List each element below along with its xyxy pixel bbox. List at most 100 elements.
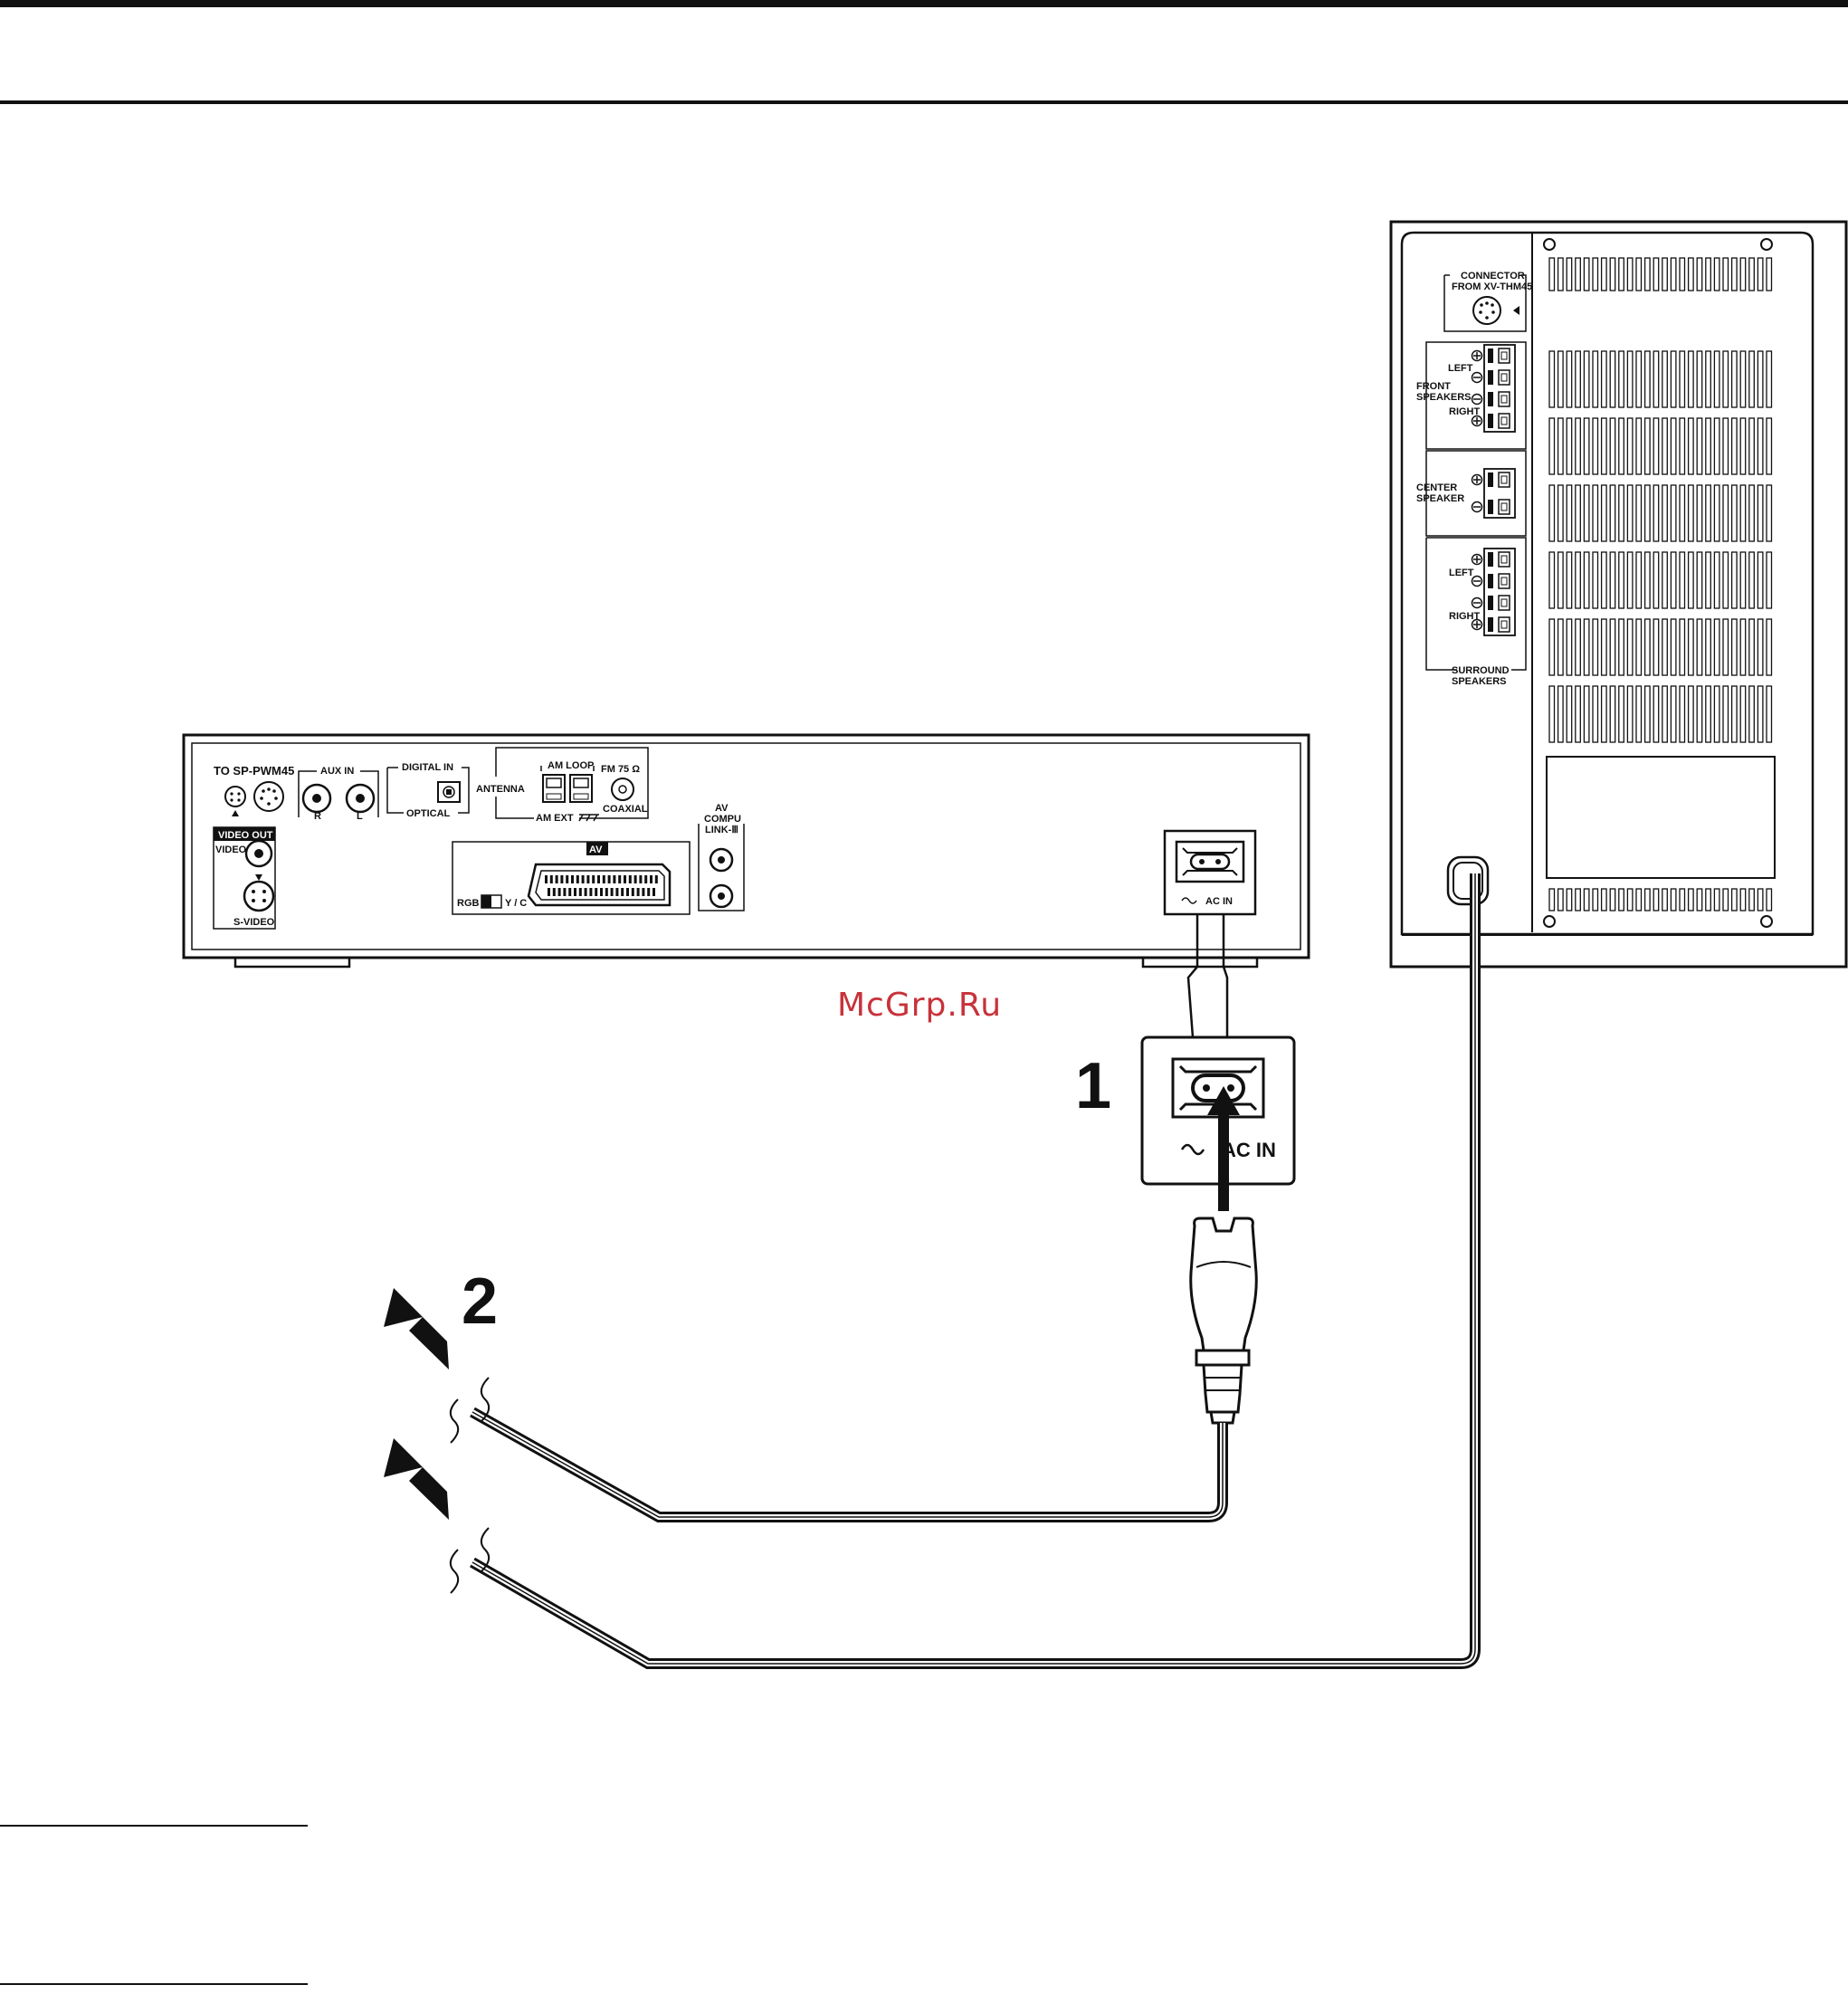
center-speaker-terminals-icon xyxy=(1472,469,1516,518)
grille-slot xyxy=(1549,418,1555,474)
scart-pin xyxy=(615,888,618,896)
video-jack-icon xyxy=(246,841,271,866)
grille-slot xyxy=(1602,686,1607,742)
am-loop-terminal-icon xyxy=(543,775,592,802)
fm-label: FM 75 Ω xyxy=(601,764,640,775)
surround-speakers-line-1: SURROUND xyxy=(1452,665,1510,676)
power-plug-icon xyxy=(1191,1218,1257,1423)
av-scart-block: AV RGB Y / C xyxy=(452,842,690,914)
grille-slot xyxy=(1549,889,1555,911)
grille-slot xyxy=(1689,258,1694,291)
grille-slot xyxy=(1602,552,1607,608)
grille-slot xyxy=(1662,889,1668,911)
grille-slot xyxy=(1584,418,1589,474)
scart-pin xyxy=(647,888,650,896)
scart-pin xyxy=(613,875,615,883)
grille-slot xyxy=(1732,552,1738,608)
grille-slot xyxy=(1576,258,1581,291)
grille-slot xyxy=(1671,619,1676,675)
aux-r-label: R xyxy=(314,811,321,822)
grille-slot xyxy=(1593,351,1598,407)
grille-slot xyxy=(1758,619,1763,675)
grille-slot xyxy=(1558,351,1564,407)
grille-slot xyxy=(1549,258,1555,291)
grille-slot xyxy=(1610,351,1615,407)
fm-coaxial-jack-icon xyxy=(612,778,633,800)
grille-slot xyxy=(1653,552,1659,608)
grille-slot xyxy=(1653,258,1659,291)
scart-pin xyxy=(574,888,576,896)
grille-slot xyxy=(1619,552,1624,608)
antenna-label: ANTENNA xyxy=(476,784,525,795)
scart-pin xyxy=(639,875,642,883)
scart-pin xyxy=(618,875,621,883)
grille-slot xyxy=(1758,351,1763,407)
grille-slot xyxy=(1653,351,1659,407)
subwoofer-rear-panel: CONNECTOR FROM XV-THM45 LEFT FRONT SPEAK… xyxy=(1391,222,1846,967)
grille-slot xyxy=(1567,552,1572,608)
grille-slot xyxy=(1671,485,1676,541)
grille-slot xyxy=(1740,258,1746,291)
subwoofer-grille xyxy=(1547,258,1775,939)
scart-pin xyxy=(556,875,558,883)
av-compu-link-block: AV COMPU LINK-Ⅲ xyxy=(699,803,744,911)
av-compu-line-1: AV xyxy=(715,803,729,814)
digital-in-label: DIGITAL IN xyxy=(402,762,453,773)
grille-slot xyxy=(1636,485,1642,541)
grille-slot xyxy=(1689,351,1694,407)
step-2-number: 2 xyxy=(462,1265,498,1338)
grille-slot xyxy=(1602,619,1607,675)
grille-slot xyxy=(1732,258,1738,291)
scart-pin xyxy=(548,888,550,896)
scart-pin xyxy=(634,875,637,883)
grille-slot xyxy=(1767,552,1772,608)
scart-pin xyxy=(624,875,626,883)
grille-slot xyxy=(1602,889,1607,911)
grille-slot xyxy=(1758,889,1763,911)
grille-slot xyxy=(1662,552,1668,608)
grille-slot xyxy=(1689,889,1694,911)
grille-slot xyxy=(1627,485,1633,541)
surround-speaker-terminals-icon xyxy=(1472,549,1516,635)
av-compu-line-3: LINK-Ⅲ xyxy=(705,825,738,835)
front-speakers-line-2: SPEAKERS xyxy=(1416,392,1472,403)
grille-slot xyxy=(1689,619,1694,675)
grille-slot xyxy=(1610,686,1615,742)
grille-slot xyxy=(1576,552,1581,608)
grille-slot xyxy=(1636,418,1642,474)
grille-slot xyxy=(1558,485,1564,541)
grille-slot xyxy=(1706,351,1711,407)
scart-pin xyxy=(586,875,589,883)
grille-slot xyxy=(1662,619,1668,675)
grille-slot xyxy=(1723,485,1729,541)
grille-slot xyxy=(1619,619,1624,675)
grille-slot xyxy=(1662,418,1668,474)
grille-slot xyxy=(1602,485,1607,541)
sub-connector-line-1: CONNECTOR xyxy=(1461,271,1525,282)
grille-slot xyxy=(1610,619,1615,675)
grille-slot xyxy=(1671,552,1676,608)
grille-slot xyxy=(1732,351,1738,407)
scart-pin xyxy=(650,875,653,883)
grille-slot xyxy=(1740,418,1746,474)
grille-slot xyxy=(1619,351,1624,407)
grille-slot xyxy=(1749,258,1755,291)
grille-slot xyxy=(1558,258,1564,291)
step-1-number: 1 xyxy=(1075,1050,1111,1122)
front-speakers-block: LEFT FRONT SPEAKERS RIGHT xyxy=(1416,342,1526,449)
grille-slot xyxy=(1549,686,1555,742)
grille-slot xyxy=(1584,485,1589,541)
grille-slot xyxy=(1740,889,1746,911)
scart-pin xyxy=(568,888,571,896)
grille-slot xyxy=(1723,552,1729,608)
grille-slot xyxy=(1680,485,1685,541)
grille-slot xyxy=(1593,619,1598,675)
surround-speakers-block: LEFT RIGHT SURROUND SPEAKERS xyxy=(1426,538,1526,687)
rgb-yc-switch[interactable] xyxy=(481,895,501,908)
coaxial-label: COAXIAL xyxy=(603,804,648,815)
grille-slot xyxy=(1593,418,1598,474)
scart-connector-icon xyxy=(529,864,670,905)
scart-pin xyxy=(621,888,624,896)
grille-slot xyxy=(1549,485,1555,541)
scart-pin xyxy=(632,888,634,896)
